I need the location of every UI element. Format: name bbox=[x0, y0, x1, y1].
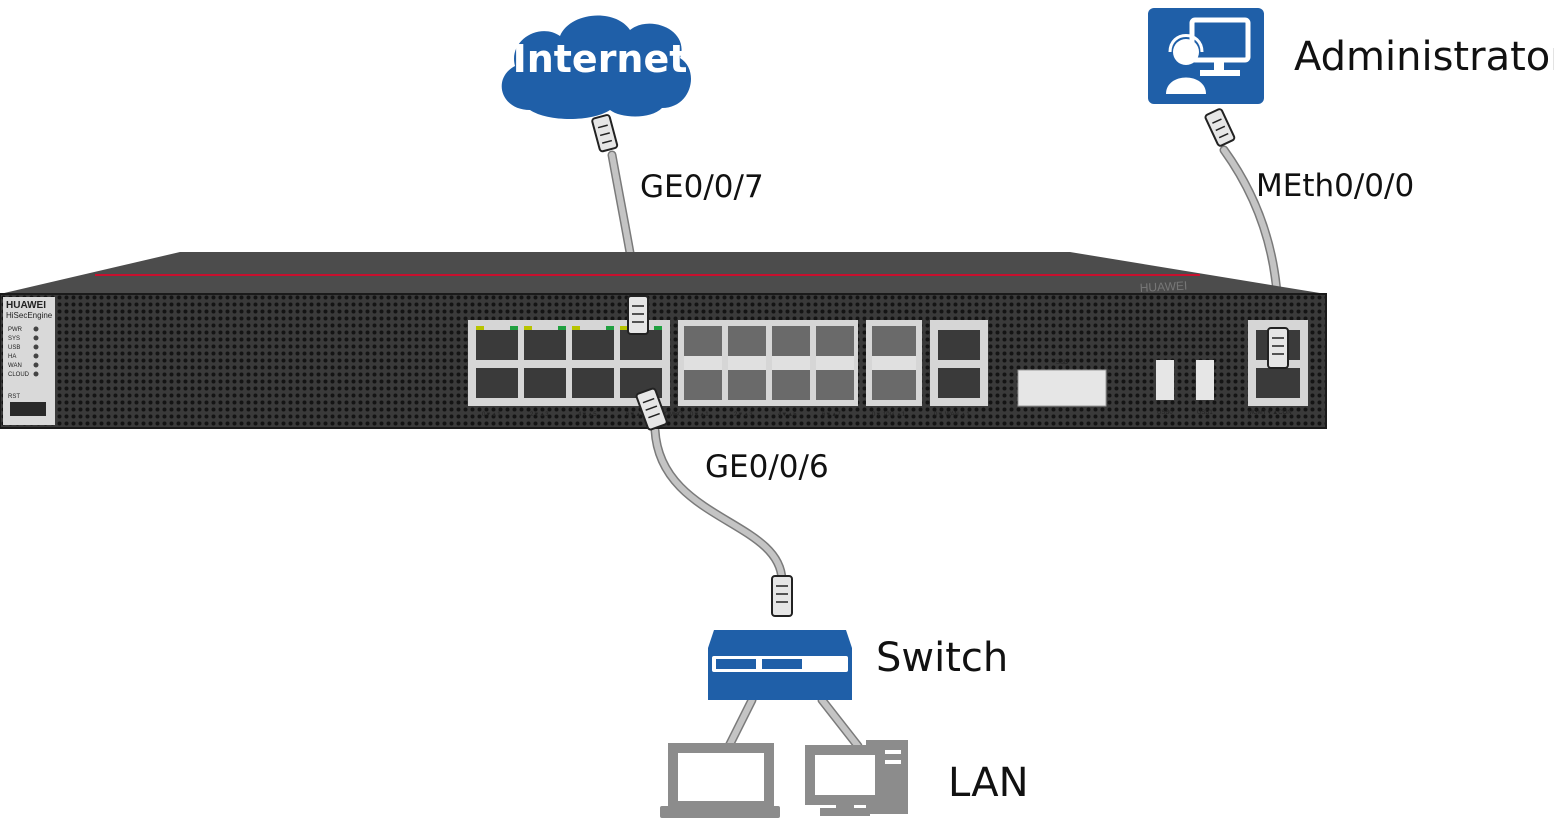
port-label: 0▼ WAN ▲1 bbox=[934, 412, 970, 418]
internet-cloud-icon: Internet bbox=[501, 15, 692, 119]
port-label: 0▼▲1 bbox=[690, 412, 709, 418]
port-label: 0▼ 10G ▲1 bbox=[872, 412, 906, 418]
link-label-mgmt: MEth0/0/0 bbox=[1256, 168, 1414, 204]
laptop-icon bbox=[660, 743, 780, 818]
indicator-label: USB bbox=[8, 345, 20, 351]
link-label-internet: GE0/0/7 bbox=[640, 169, 764, 205]
indicator-label: HA bbox=[8, 354, 16, 360]
port-label: 6▼▲7 bbox=[822, 412, 841, 418]
rj45-connector-mgmt-top bbox=[1204, 108, 1236, 147]
cable-lan bbox=[650, 425, 787, 585]
rj45-connector-switch bbox=[771, 575, 793, 617]
combo-rj45-ports bbox=[476, 326, 662, 398]
link-label-lan: GE0/0/6 bbox=[705, 449, 829, 485]
desktop-computer-icon bbox=[805, 740, 908, 816]
port-label: 0▼▲1 bbox=[482, 412, 501, 418]
switch-icon bbox=[708, 630, 852, 700]
cable-switch-laptop bbox=[723, 695, 757, 753]
sfp-ports bbox=[684, 326, 854, 400]
port-label: 2▼▲3 bbox=[734, 412, 753, 418]
port-label: 2▼▲3 bbox=[530, 412, 549, 418]
ssd-slot bbox=[1017, 369, 1107, 407]
usb-label: USB1 bbox=[1197, 410, 1213, 416]
reset-button bbox=[10, 402, 46, 416]
device-brand: HUAWEI bbox=[6, 300, 46, 311]
reset-label: RST bbox=[8, 394, 20, 400]
combo-label: COMBO bbox=[660, 412, 683, 418]
rj45-connector-ge6 bbox=[635, 387, 668, 431]
firewall-device: HUAWEI HUAWEI HiSecEngine PWR SYS USB HA… bbox=[0, 252, 1327, 429]
switch-label: Switch bbox=[876, 635, 1008, 681]
mgmt-con-label: MGMT▼▲CON bbox=[1248, 410, 1292, 416]
indicator-label: PWR bbox=[8, 327, 23, 333]
indicator-label: SYS bbox=[8, 336, 20, 342]
port-label: 4▼▲5 bbox=[578, 412, 597, 418]
wan-ports bbox=[938, 330, 980, 398]
rj45-connector-internet bbox=[591, 114, 619, 153]
usb-port-1 bbox=[1196, 360, 1214, 400]
internet-label: Internet bbox=[513, 37, 688, 81]
usb-port-0 bbox=[1156, 360, 1174, 400]
indicator-label: CLOUD bbox=[8, 372, 30, 378]
rj45-connector-mgmt bbox=[1267, 327, 1289, 369]
indicator-label: WAN bbox=[8, 363, 22, 369]
port-label: 6▼▲7 bbox=[626, 412, 645, 418]
device-model: HiSecEngine bbox=[6, 311, 53, 320]
port-label: 4▼▲5 bbox=[778, 412, 797, 418]
ssd-label: SSD bbox=[1056, 360, 1069, 366]
ten-g-ports bbox=[872, 326, 916, 400]
administrator-icon bbox=[1148, 8, 1264, 104]
top-brand-logo: HUAWEI bbox=[1139, 279, 1187, 295]
administrator-label: Administrator bbox=[1294, 34, 1554, 80]
rj45-connector-ge7 bbox=[627, 295, 649, 335]
lan-label: LAN bbox=[948, 760, 1029, 806]
usb-label: USB0 bbox=[1157, 410, 1173, 416]
cable-switch-pc bbox=[817, 695, 863, 751]
indicator-leds: PWR SYS USB HA WAN CLOUD bbox=[8, 326, 39, 378]
